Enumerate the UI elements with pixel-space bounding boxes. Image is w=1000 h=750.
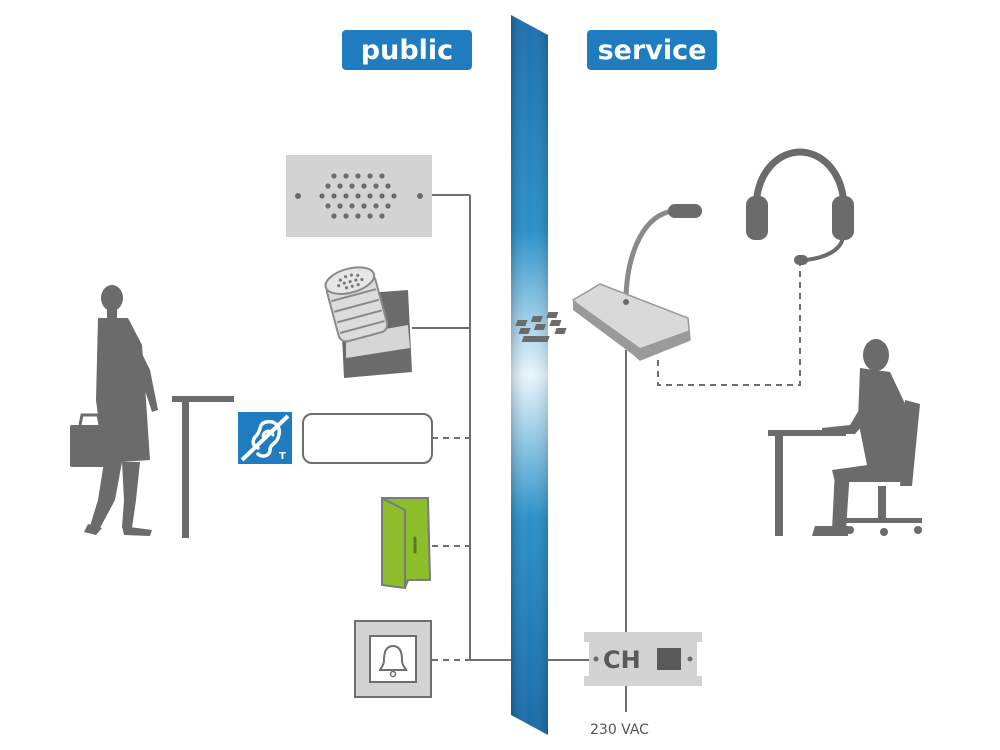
speaker-hole xyxy=(319,193,325,199)
public-zone-label: public xyxy=(342,30,472,70)
public-wiring xyxy=(412,194,590,661)
woman-with-briefcase-icon xyxy=(70,285,158,536)
service-wiring xyxy=(625,265,801,712)
display-panel xyxy=(302,413,433,464)
speaker-hole xyxy=(343,173,349,179)
seated-operator-icon xyxy=(768,339,922,536)
bell-button-icon xyxy=(354,620,432,698)
hearing-loop-icon: T xyxy=(238,412,292,464)
speaker-hole xyxy=(361,183,367,189)
speaker-panel-icon xyxy=(286,155,432,237)
speaker-hole xyxy=(337,203,343,209)
speaker-hole xyxy=(385,183,391,189)
speaker-hole xyxy=(331,213,337,219)
speaker-hole xyxy=(373,203,379,209)
separator-panel xyxy=(511,15,548,735)
speaker-hole xyxy=(355,213,361,219)
speaker-hole xyxy=(367,173,373,179)
speaker-hole xyxy=(337,183,343,189)
speaker-hole xyxy=(391,193,397,199)
speaker-hole xyxy=(379,173,385,179)
speaker-hole xyxy=(343,193,349,199)
speaker-hole xyxy=(355,173,361,179)
speaker-hole xyxy=(367,193,373,199)
speaker-hole xyxy=(373,183,379,189)
door-icon xyxy=(381,497,432,590)
speaker-hole xyxy=(361,203,367,209)
control-unit-label: CH xyxy=(603,646,641,674)
speaker-hole xyxy=(367,213,373,219)
desk-microphone-icon xyxy=(515,204,702,361)
svg-text:T: T xyxy=(279,451,286,462)
speaker-hole xyxy=(379,213,385,219)
speaker-hole xyxy=(349,183,355,189)
headset-icon xyxy=(746,148,854,265)
power-supply-label: 230 VAC xyxy=(590,722,649,738)
control-unit: CH xyxy=(584,632,702,686)
service-zone-label: service xyxy=(587,30,717,70)
speaker-hole xyxy=(385,203,391,209)
speaker-hole xyxy=(331,193,337,199)
counter-stand xyxy=(172,396,234,538)
speaker-hole xyxy=(343,213,349,219)
microphone-icon xyxy=(324,266,412,378)
speaker-hole xyxy=(355,193,361,199)
speaker-hole xyxy=(349,203,355,209)
speaker-hole xyxy=(331,173,337,179)
speaker-hole xyxy=(379,193,385,199)
speaker-hole xyxy=(325,203,331,209)
speaker-hole xyxy=(325,183,331,189)
